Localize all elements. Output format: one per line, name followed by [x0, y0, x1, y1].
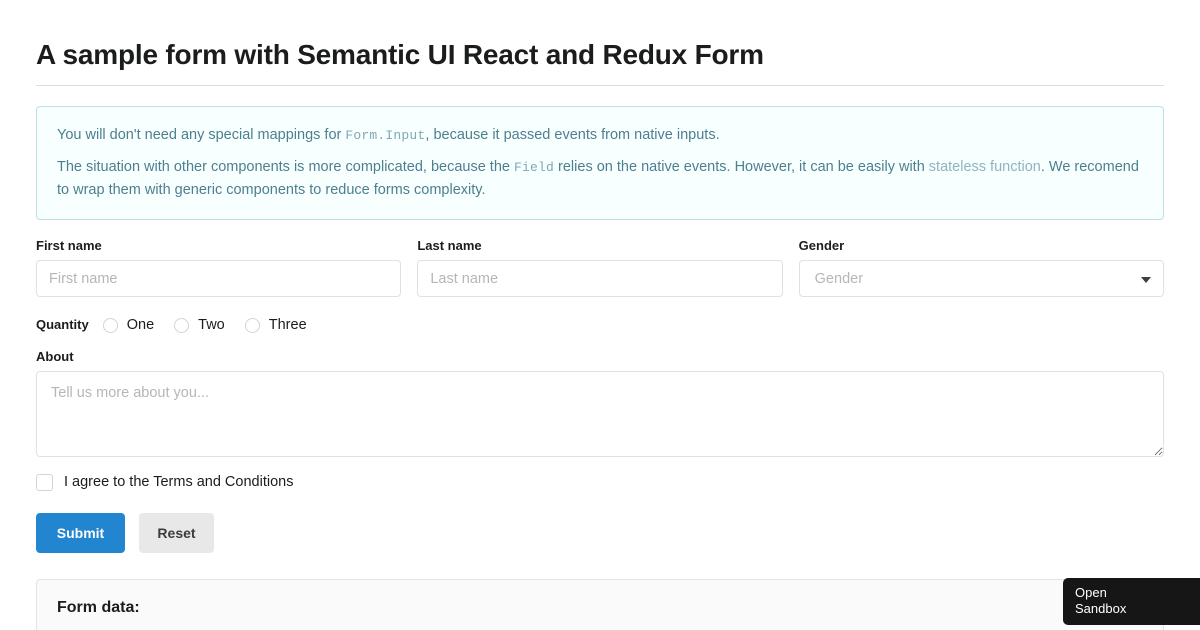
- reset-button[interactable]: Reset: [139, 513, 214, 553]
- info-p2-code: Field: [514, 160, 555, 175]
- submit-button[interactable]: Submit: [36, 513, 125, 553]
- terms-checkbox-label: I agree to the Terms and Conditions: [64, 474, 294, 490]
- first-name-input[interactable]: [36, 260, 402, 297]
- quantity-radio-two-label: Two: [198, 317, 225, 333]
- terms-checkbox-row[interactable]: I agree to the Terms and Conditions: [36, 474, 1164, 491]
- info-message-paragraph-2: The situation with other components is m…: [57, 156, 1143, 201]
- info-p1-code: Form.Input: [345, 128, 426, 143]
- last-name-label: Last name: [417, 238, 482, 253]
- quantity-radio-one-label: One: [126, 317, 155, 333]
- info-p2-text-a: The situation with other components is m…: [57, 159, 514, 175]
- first-name-field: First name: [36, 238, 402, 297]
- last-name-field: Last name: [417, 238, 783, 297]
- quantity-radio-one[interactable]: One: [102, 317, 155, 333]
- info-message: You will don't need any special mappings…: [36, 106, 1164, 220]
- checkbox-icon: [36, 474, 53, 491]
- gender-label: Gender: [798, 238, 845, 253]
- open-sandbox-line-1: Open: [1075, 585, 1107, 600]
- quantity-radio-three-label: Three: [268, 317, 307, 333]
- info-p1-text-a: You will don't need any special mappings…: [57, 127, 346, 143]
- open-sandbox-line-2: Sandbox: [1075, 601, 1127, 616]
- gender-select[interactable]: Gender: [798, 260, 1164, 297]
- gender-field: Gender Gender: [798, 238, 1164, 297]
- radio-circle-icon: [102, 317, 118, 333]
- name-gender-row: First name Last name Gender Gender: [36, 238, 1164, 297]
- title-divider: [36, 85, 1164, 86]
- form-actions: Submit Reset: [36, 513, 1164, 553]
- quantity-row: Quantity One Two Three: [36, 317, 1164, 333]
- last-name-input[interactable]: [417, 260, 783, 297]
- page-title: A sample form with Semantic UI React and…: [36, 39, 764, 70]
- about-field: About: [36, 349, 1164, 457]
- radio-circle-icon: [174, 317, 190, 333]
- quantity-radio-two[interactable]: Two: [174, 317, 225, 333]
- stateless-function-link[interactable]: stateless function: [928, 159, 1041, 175]
- info-message-paragraph-1: You will don't need any special mappings…: [57, 124, 1143, 147]
- quantity-label: Quantity: [36, 317, 89, 332]
- form-data-segment: Form data: { }: [36, 579, 1164, 630]
- about-label: About: [36, 349, 74, 364]
- first-name-label: First name: [36, 238, 102, 253]
- quantity-radio-three[interactable]: Three: [244, 317, 307, 333]
- info-p1-text-b: , because it passed events from native i…: [425, 127, 720, 143]
- info-p2-text-b: relies on the native events. However, it…: [554, 159, 929, 175]
- about-textarea[interactable]: [36, 371, 1164, 457]
- form-data-title: Form data:: [57, 599, 140, 616]
- radio-circle-icon: [244, 317, 260, 333]
- open-sandbox-badge[interactable]: Open Sandbox: [1063, 578, 1200, 625]
- gender-select-wrapper: Gender: [798, 260, 1164, 297]
- info-p2-text-c: . We recomend to wrap them with generic …: [57, 159, 1139, 198]
